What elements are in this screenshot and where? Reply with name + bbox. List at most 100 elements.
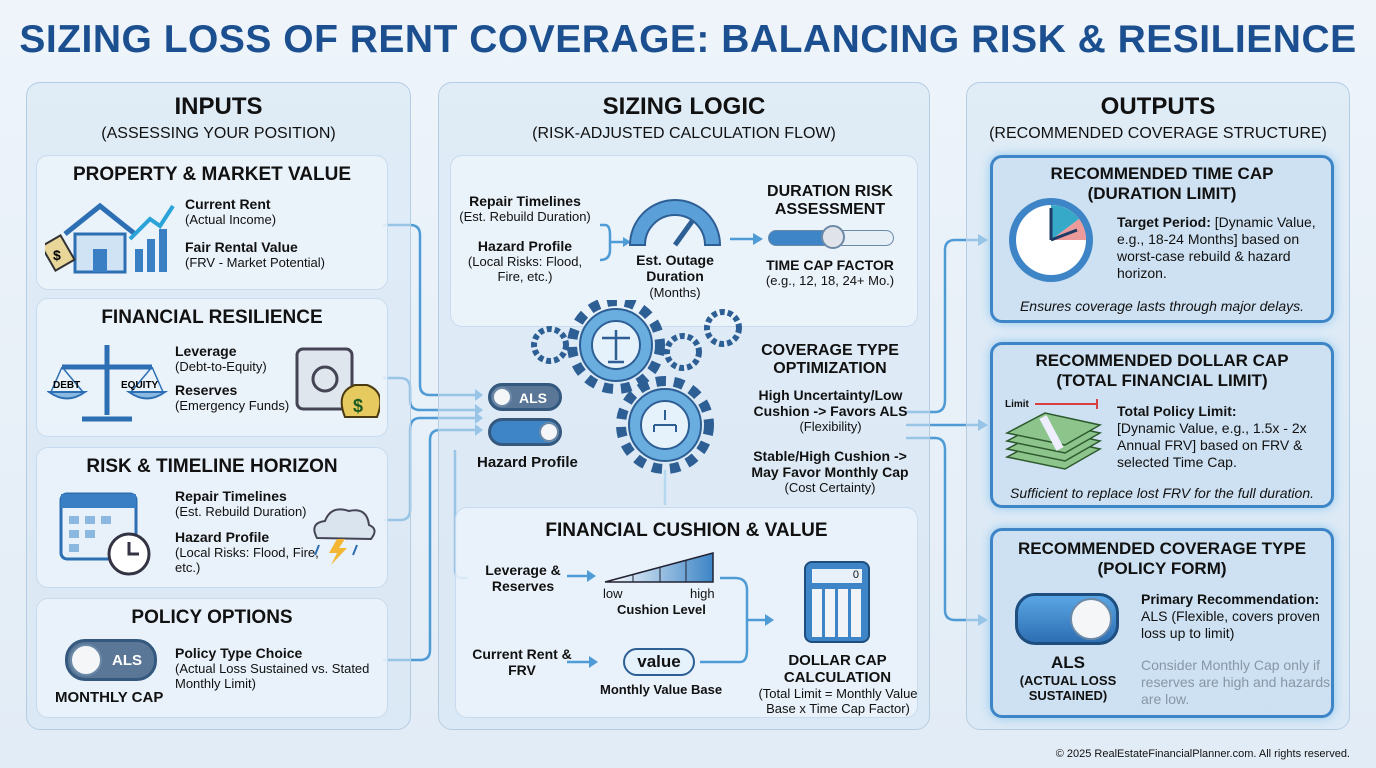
- high-label: high: [690, 586, 715, 601]
- dollar-cap-text: Total Policy Limit:[Dynamic Value, e.g.,…: [1117, 403, 1329, 471]
- equity-label: EQUITY: [121, 380, 159, 391]
- card-title: POLICY OPTIONS: [131, 607, 293, 628]
- storm-cloud-icon: [313, 508, 376, 565]
- card-title: RECOMMENDED DOLLAR CAP: [1035, 351, 1289, 370]
- policy-options-card: POLICY OPTIONS ALS MONTHLY CAP Policy Ty…: [36, 598, 388, 718]
- card-subtitle: (POLICY FORM): [1097, 559, 1227, 578]
- cushion-title: FINANCIAL CUSHION & VALUE: [545, 520, 828, 541]
- card-title: RECOMMENDED TIME CAP: [1050, 164, 1274, 183]
- limit-label: Limit: [1005, 399, 1029, 410]
- monthly-cap-label: MONTHLY CAP: [55, 689, 164, 706]
- leverage-reserves-label: Leverage & Reserves: [485, 562, 561, 594]
- logic-heading: SIZING LOGIC: [602, 93, 766, 120]
- calculator-icon: 0: [804, 561, 870, 643]
- option-favors-als-desc: (Flexibility): [799, 419, 862, 434]
- cushion-level-meter: [567, 552, 774, 668]
- toggle-label: ALS: [112, 652, 142, 669]
- rent-frv-label: Current Rent & FRV: [472, 646, 572, 678]
- time-cap-factor-label: TIME CAP FACTOR: [766, 257, 894, 273]
- card-title: RISK & TIMELINE HORIZON: [86, 456, 338, 477]
- policy-type-toggle[interactable]: ALS: [65, 639, 157, 681]
- copyright-footer: © 2025 RealEstateFinancialPlanner.com. A…: [1055, 748, 1350, 760]
- policy-type-choice-label: Policy Type Choice: [175, 645, 303, 661]
- dollar-cap-card: RECOMMENDED DOLLAR CAP (TOTAL FINANCIAL …: [990, 342, 1334, 508]
- cushion-level-label: Cushion Level: [617, 602, 706, 617]
- dollar-cap-formula: (Total Limit = Monthly Value Base x Time…: [758, 686, 918, 716]
- time-cap-text: Target Period: [Dynamic Value, e.g., 18-…: [1117, 214, 1329, 282]
- property-market-card: PROPERTY & MARKET VALUE $ Current Rent (…: [36, 155, 388, 290]
- time-cap-note: Ensures coverage lasts through major del…: [1019, 298, 1305, 314]
- leverage-desc: (Debt-to-Equity): [175, 359, 267, 374]
- dollar-cap-note: Sufficient to replace lost FRV for the f…: [1009, 485, 1314, 501]
- financial-resilience-card: FINANCIAL RESILIENCE DEBT EQUITY Leverage…: [36, 298, 388, 437]
- als-toggle[interactable]: ALS: [488, 383, 562, 411]
- outage-duration-label: Est. Outage Duration: [636, 252, 714, 284]
- coverage-type-title: COVERAGE TYPE OPTIMIZATION: [761, 342, 899, 377]
- repair-timelines-label: Repair Timelines: [469, 193, 581, 209]
- option-favors-als: High Uncertainty/Low Cushion -> Favors A…: [753, 387, 908, 419]
- hazard-profile-label: Hazard Profile: [175, 529, 270, 545]
- card-title: PROPERTY & MARKET VALUE: [73, 164, 351, 185]
- clock-icon: [1009, 198, 1093, 282]
- target-period-value: [Dynamic Value, e.g., 18-24 Months] base…: [1117, 214, 1316, 281]
- cash-stack-icon: [1005, 399, 1103, 470]
- house-growth-icon: $: [45, 202, 175, 274]
- gears-icon: [531, 300, 742, 474]
- logic-subheading: (RISK-ADJUSTED CALCULATION FLOW): [532, 125, 836, 142]
- monthly-cap-note: Consider Monthly Cap only if reserves ar…: [1141, 657, 1331, 707]
- inputs-heading: INPUTS: [174, 93, 263, 120]
- low-label: low: [603, 586, 623, 601]
- als-label: ALS: [1051, 653, 1085, 672]
- balance-scale-icon: DEBT EQUITY: [47, 345, 169, 422]
- leverage-label: Leverage: [175, 343, 237, 359]
- card-subtitle: (DURATION LIMIT): [1087, 184, 1237, 203]
- time-cap-factor-examples: (e.g., 12, 18, 24+ Mo.): [765, 273, 895, 288]
- outputs-subheading: (RECOMMENDED COVERAGE STRUCTURE): [989, 125, 1327, 142]
- time-cap-slider[interactable]: [768, 225, 894, 249]
- card-title: RECOMMENDED COVERAGE TYPE: [1017, 539, 1307, 558]
- risk-timeline-card: RISK & TIMELINE HORIZON Repair Timelines…: [36, 447, 388, 588]
- svg-text:$: $: [53, 247, 61, 263]
- toggle-label: ALS: [519, 390, 547, 406]
- safe-money-bag-icon: $: [295, 347, 380, 418]
- frv-desc: (FRV - Market Potential): [185, 255, 325, 270]
- hazard-toggle-caption: Hazard Profile: [477, 454, 578, 471]
- repair-timelines-desc: (Est. Rebuild Duration): [459, 209, 591, 224]
- card-subtitle: (TOTAL FINANCIAL LIMIT): [1056, 371, 1268, 390]
- calendar-clock-icon: [59, 492, 151, 576]
- hazard-profile-desc: (Local Risks: Flood, Fire, etc.): [467, 254, 583, 284]
- outputs-heading: OUTPUTS: [1100, 93, 1216, 120]
- frv-label: Fair Rental Value: [185, 239, 298, 255]
- duration-risk-title: DURATION RISK ASSESSMENT: [767, 183, 893, 218]
- reserves-desc: (Emergency Funds): [175, 398, 290, 413]
- inputs-subheading: (ASSESSING YOUR POSITION): [101, 125, 336, 142]
- primary-recommendation-label: Primary Recommendation:: [1141, 591, 1320, 607]
- current-rent-label: Current Rent: [185, 196, 271, 212]
- current-rent-desc: (Actual Income): [185, 212, 277, 227]
- repair-timelines-label: Repair Timelines: [175, 488, 287, 504]
- svg-text:$: $: [353, 396, 363, 416]
- outage-duration-unit: (Months): [649, 285, 701, 300]
- monthly-value-base-label: Monthly Value Base: [600, 682, 723, 697]
- time-cap-card: RECOMMENDED TIME CAP (DURATION LIMIT) Ta…: [990, 155, 1334, 323]
- repair-timelines-desc: (Est. Rebuild Duration): [175, 504, 307, 519]
- reserves-label: Reserves: [175, 382, 238, 398]
- hazard-profile-label: Hazard Profile: [477, 238, 573, 254]
- hazard-profile-desc: (Local Risks: Flood, Fire, etc.): [175, 545, 319, 575]
- recommended-als-toggle[interactable]: [1015, 593, 1119, 645]
- outage-gauge-icon: [599, 199, 763, 262]
- policy-type-choice-desc: (Actual Loss Sustained vs. Stated Monthl…: [175, 661, 370, 691]
- value-pill: value: [623, 648, 695, 676]
- card-title: FINANCIAL RESILIENCE: [101, 307, 323, 328]
- page-title: SIZING LOSS OF RENT COVERAGE: BALANCING …: [19, 18, 1357, 61]
- debt-label: DEBT: [53, 380, 80, 391]
- calculator-display: 0: [812, 569, 862, 583]
- total-limit-label: Total Policy Limit:: [1117, 403, 1237, 419]
- dollar-cap-title: DOLLAR CAP CALCULATION: [783, 652, 892, 686]
- total-limit-value: [Dynamic Value, e.g., 1.5x - 2x Annual F…: [1117, 420, 1307, 470]
- hazard-profile-toggle[interactable]: [488, 418, 562, 446]
- target-period-label: Target Period:: [1117, 214, 1211, 230]
- coverage-type-card: RECOMMENDED COVERAGE TYPE (POLICY FORM) …: [990, 528, 1334, 718]
- als-full-name: (ACTUAL LOSS SUSTAINED): [1019, 673, 1117, 703]
- option-favors-monthly-desc: (Cost Certainty): [784, 480, 876, 495]
